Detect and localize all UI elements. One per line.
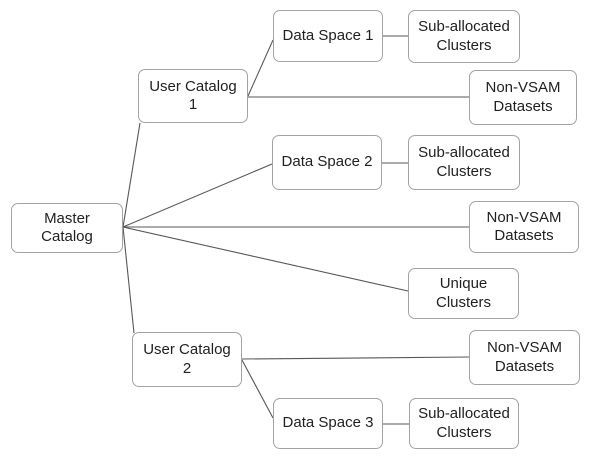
node-non-vsam-datasets-1: Non-VSAM Datasets — [469, 70, 577, 125]
node-sub-allocated-clusters-1: Sub-allocated Clusters — [408, 10, 520, 63]
node-unique-clusters-label: Unique Clusters — [435, 275, 491, 311]
node-data-space-3: Data Space 3 — [273, 398, 383, 449]
node-user-catalog-2-label: User Catalog 2 — [143, 341, 231, 377]
edge-user-catalog-1-to-data-space-1 — [247, 39, 274, 97]
node-data-space-1-label: Data Space 1 — [282, 26, 374, 44]
node-user-catalog-2: User Catalog 2 — [132, 332, 242, 387]
node-non-vsam-datasets-3: Non-VSAM Datasets — [469, 330, 580, 385]
edge-master-catalog-to-user-catalog-2 — [122, 226, 135, 334]
node-sub-allocated-clusters-2: Sub-allocated Clusters — [408, 135, 520, 190]
node-unique-clusters: Unique Clusters — [408, 268, 519, 319]
node-data-space-3-label: Data Space 3 — [282, 414, 374, 432]
node-master-catalog-label: Master Catalog — [41, 209, 93, 245]
node-non-vsam-datasets-2-label: Non-VSAM Datasets — [486, 208, 562, 244]
edge-user-catalog-2-to-non-vsam-datasets-3 — [241, 356, 470, 360]
edge-master-catalog-to-unique-clusters — [122, 226, 409, 292]
node-data-space-1: Data Space 1 — [273, 10, 383, 62]
edge-master-catalog-to-user-catalog-1 — [122, 122, 141, 228]
edge-master-catalog-to-data-space-2 — [122, 163, 273, 228]
node-sub-allocated-clusters-2-label: Sub-allocated Clusters — [418, 144, 510, 180]
node-sub-allocated-clusters-3-label: Sub-allocated Clusters — [418, 405, 510, 441]
node-master-catalog: Master Catalog — [11, 203, 123, 253]
node-data-space-2-label: Data Space 2 — [281, 153, 373, 171]
node-non-vsam-datasets-1-label: Non-VSAM Datasets — [485, 79, 561, 115]
node-sub-allocated-clusters-1-label: Sub-allocated Clusters — [418, 18, 510, 54]
node-user-catalog-1: User Catalog 1 — [138, 69, 248, 123]
node-user-catalog-1-label: User Catalog 1 — [149, 77, 237, 113]
node-data-space-2: Data Space 2 — [272, 135, 382, 190]
node-non-vsam-datasets-3-label: Non-VSAM Datasets — [486, 339, 563, 375]
node-non-vsam-datasets-2: Non-VSAM Datasets — [469, 201, 579, 253]
node-sub-allocated-clusters-3: Sub-allocated Clusters — [409, 398, 519, 449]
edge-user-catalog-2-to-data-space-3 — [241, 359, 274, 419]
